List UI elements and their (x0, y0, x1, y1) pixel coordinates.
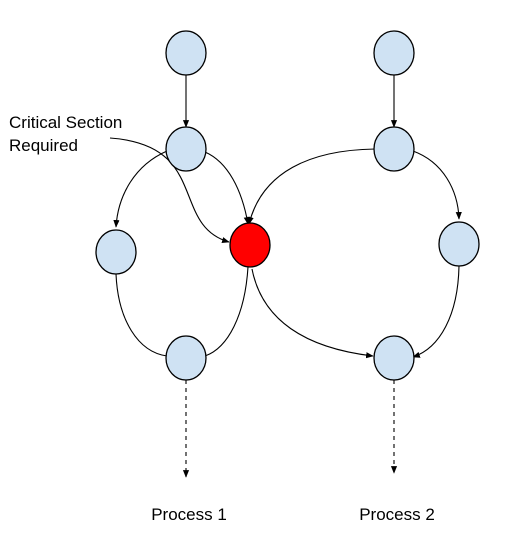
p1-upper-node (165, 126, 207, 172)
edge-p1-upper-to-left (113, 150, 168, 228)
annotation-label-line1: Critical Section (9, 113, 122, 132)
edge-p1-critical-to-lower (204, 266, 249, 357)
edge-p1-upper-to-critical (204, 151, 250, 225)
edge-p2-upper-to-right (412, 150, 462, 220)
edge-p2-right-to-lower (412, 265, 460, 358)
process-2-label: Process 2 (359, 505, 435, 524)
p2-right-node (438, 221, 480, 267)
p1-left-node (95, 229, 137, 275)
critical-section-node (229, 222, 271, 268)
p1-top-node (165, 30, 207, 76)
edge-p2-upper-to-critical (247, 148, 376, 225)
edge-p1-left-to-lower (115, 273, 168, 357)
p2-upper-node (373, 126, 415, 172)
p2-lower-node (373, 335, 415, 381)
edge-p2-critical-to-lower (251, 268, 374, 359)
p2-top-node (373, 30, 415, 76)
p1-lower-node (165, 335, 207, 381)
annotation-arrow (109, 137, 230, 244)
process-1-label: Process 1 (151, 505, 227, 524)
annotation-label-line2: Required (9, 136, 78, 155)
